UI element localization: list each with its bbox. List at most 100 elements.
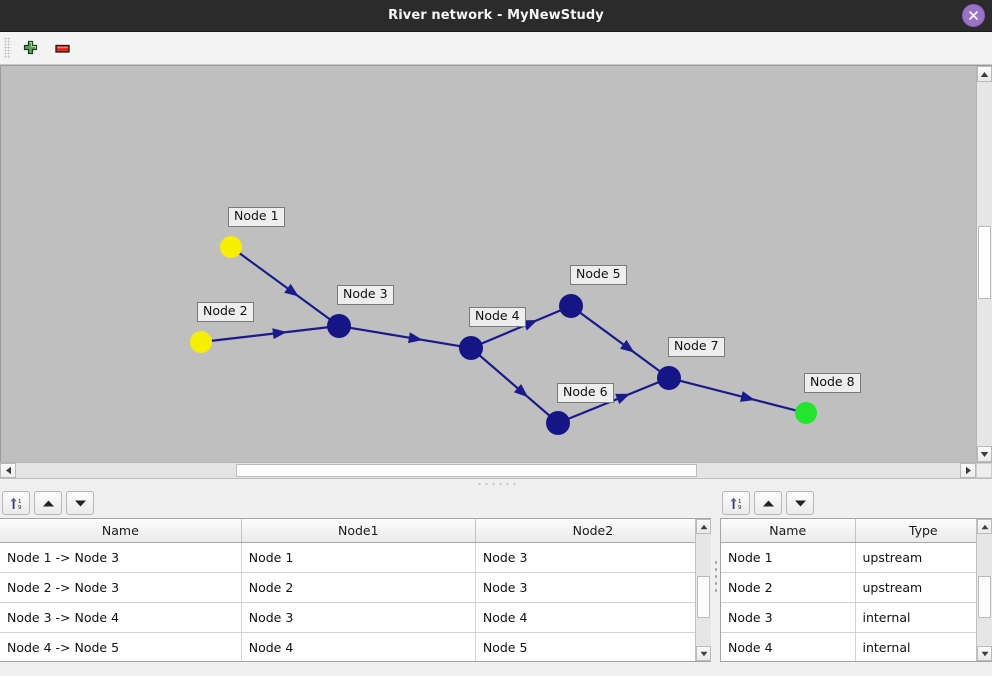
nodes-move-down-button[interactable] [786, 491, 814, 515]
nodes-scroll-thumb[interactable] [978, 576, 991, 618]
reach-cell[interactable]: Node 4 -> Node 5 [0, 632, 242, 661]
node-cell[interactable]: upstream [855, 572, 992, 603]
nodes-scroll-down-button[interactable] [977, 646, 992, 661]
graph-edge[interactable] [210, 326, 329, 342]
vertical-splitter[interactable] [711, 489, 720, 662]
reaches-move-down-button[interactable] [66, 491, 94, 515]
graph-edge[interactable] [349, 326, 461, 348]
nodes-toolbar: 1 9 [720, 489, 992, 518]
graph-horizontal-scrollbar[interactable] [0, 462, 992, 478]
reach-cell[interactable]: Node 3 [241, 602, 476, 633]
graph-node-label[interactable]: Node 8 [804, 373, 861, 393]
reach-column-header[interactable]: Node1 [241, 519, 476, 543]
graph-node-node-3[interactable] [327, 314, 351, 338]
node-cell[interactable]: Node 4 [721, 632, 856, 661]
reach-cell[interactable]: Node 2 -> Node 3 [0, 572, 242, 603]
graph-node-label[interactable]: Node 4 [469, 307, 526, 327]
hscroll-track-right[interactable] [697, 463, 960, 478]
graph-vertical-scrollbar[interactable] [976, 66, 992, 462]
graph-edge[interactable] [478, 354, 551, 417]
add-node-button[interactable] [14, 33, 46, 63]
delete-node-button[interactable] [46, 33, 78, 63]
scroll-up-button[interactable] [977, 66, 992, 82]
scroll-track-upper[interactable] [977, 82, 992, 226]
graph-hscroll-thumb[interactable] [236, 464, 697, 477]
node-cell[interactable]: Node 2 [721, 572, 856, 603]
reach-cell[interactable]: Node 4 [475, 602, 711, 633]
graph-edge[interactable] [579, 311, 661, 373]
graph-node-label[interactable]: Node 5 [570, 265, 627, 285]
node-cell[interactable]: Node 1 [721, 542, 856, 573]
reaches-scroll-down-button[interactable] [696, 646, 711, 661]
graph-node-label[interactable]: Node 2 [197, 302, 254, 322]
network-graph-canvas[interactable]: Node 1 Node 2 Node 3 Node 4 Node 5 Node 6 Node… [0, 65, 992, 462]
reach-column-header[interactable]: Name [0, 519, 242, 543]
nodes-sort-button[interactable]: 1 9 [722, 491, 750, 515]
reach-cell[interactable]: Node 1 -> Node 3 [0, 542, 242, 573]
nodes-scroll-track-lower[interactable] [977, 618, 992, 646]
reaches-vertical-scrollbar[interactable] [695, 519, 711, 661]
graph-edge[interactable] [238, 252, 331, 321]
graph-node-label[interactable]: Node 1 [228, 207, 285, 227]
reach-cell[interactable]: Node 1 [241, 542, 476, 573]
node-column-header[interactable]: Name [721, 519, 856, 543]
graph-node-node-7[interactable] [657, 366, 681, 390]
nodes-scroll-up-button[interactable] [977, 519, 992, 534]
reach-cell[interactable]: Node 4 [241, 632, 476, 661]
reaches-sort-button[interactable]: 1 9 [2, 491, 30, 515]
graph-node-node-8[interactable] [795, 402, 817, 424]
graph-node-label[interactable]: Node 7 [668, 337, 725, 357]
nodes-move-up-button[interactable] [754, 491, 782, 515]
scroll-left-button[interactable] [0, 463, 16, 478]
nodes-vertical-scrollbar[interactable] [976, 519, 992, 661]
reaches-scroll-up-button[interactable] [696, 519, 711, 534]
graph-node-node-5[interactable] [559, 294, 583, 318]
reach-column-header[interactable]: Node2 [475, 519, 711, 543]
reaches-scroll-thumb[interactable] [697, 576, 710, 618]
scroll-track-lower[interactable] [977, 299, 992, 446]
nodes-scroll-track-upper[interactable] [977, 534, 992, 576]
graph-scroll-thumb[interactable] [978, 226, 991, 299]
reach-cell[interactable]: Node 3 [475, 572, 711, 603]
node-cell[interactable]: internal [855, 602, 992, 633]
graph-edge[interactable] [480, 309, 562, 345]
graph-node-node-6[interactable] [546, 411, 570, 435]
toolbar-grip[interactable] [4, 37, 11, 59]
node-cell[interactable]: Node 3 [721, 602, 856, 633]
reach-cell[interactable]: Node 3 [475, 542, 711, 573]
graph-node-node-4[interactable] [459, 336, 483, 360]
reaches-scroll-track-lower[interactable] [696, 618, 711, 646]
horizontal-splitter[interactable] [0, 478, 992, 489]
graph-node-node-1[interactable] [220, 236, 242, 258]
graph-node-label[interactable]: Node 3 [337, 285, 394, 305]
graph-node-node-2[interactable] [190, 331, 212, 353]
reaches-toolbar: 1 9 [0, 489, 711, 518]
node-cell[interactable]: upstream [855, 542, 992, 573]
reaches-scroll-track-upper[interactable] [696, 534, 711, 576]
scroll-down-button[interactable] [977, 446, 992, 462]
node-column-header[interactable]: Type [855, 519, 992, 543]
reaches-move-up-button[interactable] [34, 491, 62, 515]
reach-cell[interactable]: Node 3 -> Node 4 [0, 602, 242, 633]
scroll-right-button[interactable] [960, 463, 976, 478]
close-button[interactable] [962, 4, 985, 27]
reach-cell[interactable]: Node 2 [241, 572, 476, 603]
node-cell[interactable]: internal [855, 632, 992, 661]
edge-layer [210, 252, 797, 420]
graph-node-label[interactable]: Node 6 [557, 383, 614, 403]
graph-edge[interactable] [679, 379, 797, 412]
hscroll-track-left[interactable] [16, 463, 236, 478]
title-bar: River network - MyNewStudy [0, 0, 992, 32]
reach-cell[interactable]: Node 5 [475, 632, 711, 661]
